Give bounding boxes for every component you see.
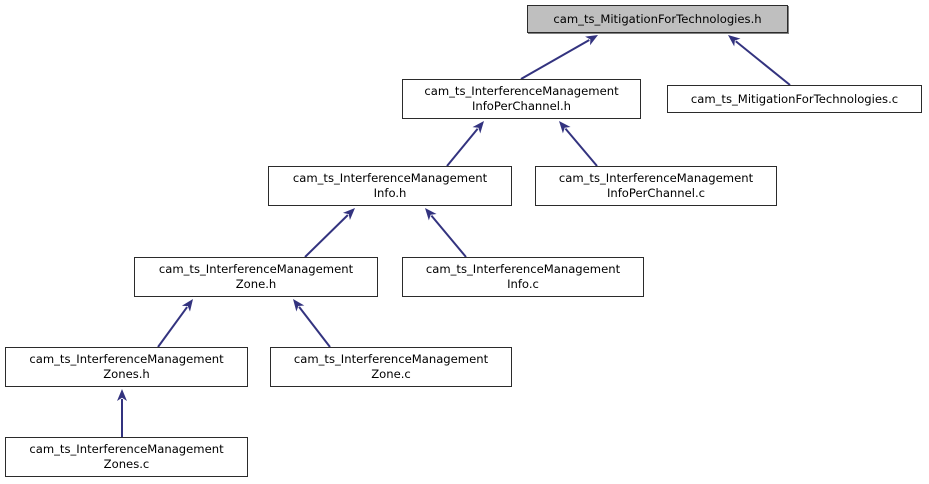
- edge-line: [304, 214, 349, 258]
- node-cam_ts_InterferenceManagementZone-h[interactable]: cam_ts_InterferenceManagement Zone.h: [134, 257, 378, 297]
- node-label: cam_ts_InterferenceManagement Zones.c: [29, 442, 224, 471]
- node-cam_ts_InterferenceManagementInfo-c[interactable]: cam_ts_InterferenceManagement Info.c: [402, 257, 644, 297]
- edge-line: [520, 39, 590, 80]
- node-label: cam_ts_InterferenceManagement Zones.h: [29, 352, 224, 381]
- edge-arrowhead: [117, 389, 127, 401]
- edge-line: [430, 215, 467, 258]
- node-label: cam_ts_InterferenceManagement Zone.h: [158, 262, 354, 291]
- edge-arrowhead: [728, 35, 741, 47]
- edge-arrowhead: [181, 299, 193, 312]
- edge-line: [564, 127, 598, 167]
- node-cam_ts_InterferenceManagementInfo-h[interactable]: cam_ts_InterferenceManagement Info.h: [268, 166, 512, 206]
- edge-arrowhead: [293, 299, 305, 312]
- edge-arrowhead: [342, 208, 355, 220]
- node-label: cam_ts_InterferenceManagement Info.h: [292, 171, 488, 200]
- edge-arrowhead: [585, 35, 598, 46]
- node-cam_ts_InterferenceManagementInfoPerChannel-h[interactable]: cam_ts_InterferenceManagement InfoPerCha…: [402, 79, 641, 119]
- edge-line: [298, 306, 331, 348]
- edge-arrowhead: [559, 121, 571, 134]
- node-cam_ts_InterferenceManagementZones-c[interactable]: cam_ts_InterferenceManagement Zones.c: [5, 437, 248, 477]
- edge-arrowhead: [425, 208, 437, 221]
- edge-line: [157, 306, 188, 348]
- node-label: cam_ts_InterferenceManagement Info.c: [425, 262, 621, 291]
- node-cam_ts_InterferenceManagementZones-h[interactable]: cam_ts_InterferenceManagement Zones.h: [5, 347, 248, 387]
- node-cam_ts_MitigationForTechnologies-h[interactable]: cam_ts_MitigationForTechnologies.h: [527, 5, 788, 33]
- node-label: cam_ts_MitigationForTechnologies.c: [690, 91, 899, 106]
- node-label: cam_ts_InterferenceManagement Zone.c: [293, 352, 489, 381]
- edge-line: [446, 128, 479, 167]
- node-cam_ts_InterferenceManagementInfoPerChannel-c[interactable]: cam_ts_InterferenceManagement InfoPerCha…: [535, 166, 777, 206]
- node-label: cam_ts_InterferenceManagement InfoPerCha…: [558, 171, 754, 200]
- edge-arrowhead: [472, 121, 484, 134]
- node-label: cam_ts_InterferenceManagement InfoPerCha…: [424, 84, 619, 113]
- node-cam_ts_InterferenceManagementZone-c[interactable]: cam_ts_InterferenceManagement Zone.c: [270, 347, 512, 387]
- node-cam_ts_MitigationForTechnologies-c[interactable]: cam_ts_MitigationForTechnologies.c: [667, 85, 922, 113]
- node-label: cam_ts_MitigationForTechnologies.h: [553, 11, 762, 26]
- edge-line: [735, 40, 791, 86]
